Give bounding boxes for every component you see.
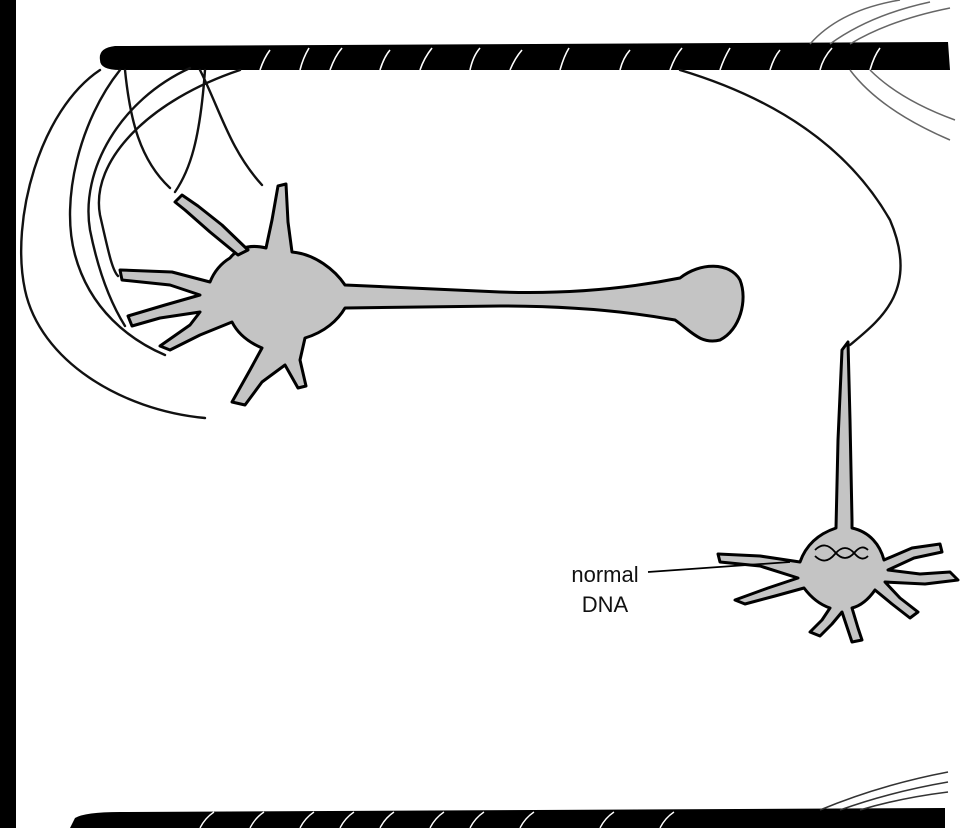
left-edge-bar xyxy=(0,0,16,828)
label-dna: DNA xyxy=(560,592,650,618)
label-normal: normal xyxy=(560,562,650,588)
